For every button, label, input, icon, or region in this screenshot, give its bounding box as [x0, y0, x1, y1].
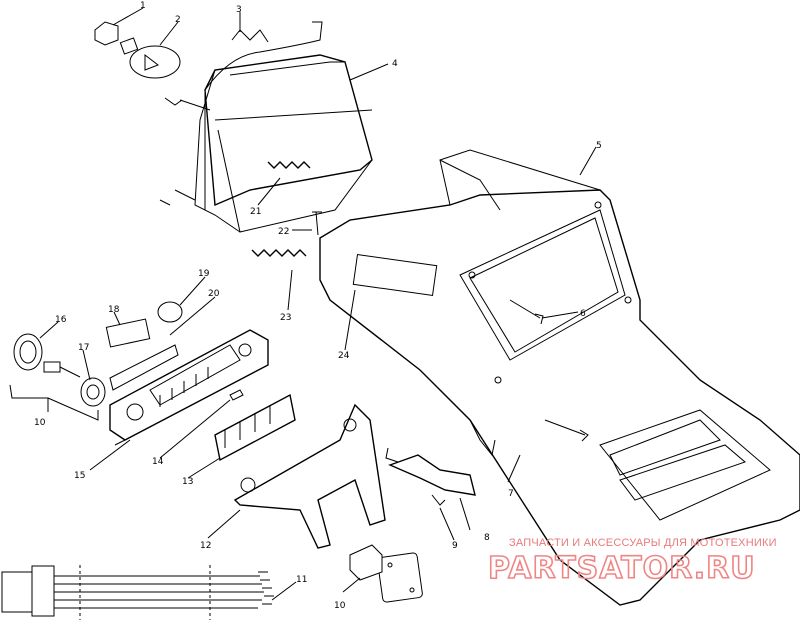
watermark-tagline: ЗАПЧАСТИ И АКСЕССУАРЫ ДЛЯ МОТОТЕХНИКИ: [509, 537, 777, 549]
callout-14: 14: [152, 457, 164, 467]
callout-6: 6: [580, 309, 586, 319]
callout-5: 5: [596, 141, 602, 151]
callout-4: 4: [392, 59, 398, 69]
screw-7: [544, 419, 589, 442]
callout-19: 19: [198, 269, 210, 279]
ignition-switch: [80, 377, 106, 407]
label-plate-18: [105, 318, 151, 348]
callout-1: 1: [140, 1, 146, 11]
callout-13: 13: [182, 477, 193, 487]
callout-2: 2: [175, 15, 181, 25]
headlight-housing: [159, 21, 373, 233]
spring-clip: [231, 29, 269, 43]
callout-20: 20: [208, 289, 220, 299]
switch-panel: [109, 329, 269, 446]
screw-22: [312, 211, 322, 236]
mounting-bracket: [233, 403, 386, 549]
callout-17: 17: [78, 343, 89, 353]
trim-plate-20: [109, 344, 179, 391]
bulb-socket: [94, 21, 119, 46]
callout-16: 16: [55, 315, 67, 325]
ignition-key: [13, 333, 81, 378]
watermark: ЗАПЧАСТИ И АКСЕССУАРЫ ДЛЯ МОТОТЕХНИКИ PA…: [487, 537, 777, 587]
callout-9: 9: [452, 541, 458, 551]
callout-7: 7: [508, 489, 514, 499]
switch-block: [214, 393, 296, 462]
wiring-harness: [1, 565, 274, 620]
callout-24: 24: [338, 351, 350, 361]
callout-10-switch: 10: [334, 601, 346, 611]
callout-10-group: 10: [34, 418, 46, 428]
callout-15: 15: [74, 471, 85, 481]
screw-6: [509, 299, 544, 325]
adjusting-spring-lower: [251, 249, 307, 257]
callout-11: 11: [296, 575, 307, 585]
callout-18: 18: [108, 305, 120, 315]
callout-3: 3: [236, 5, 242, 15]
screw-9: [431, 494, 446, 506]
watermark-brand: PARTSATOR.RU: [488, 551, 756, 586]
power-switch: [349, 544, 423, 603]
callout-22: 22: [278, 227, 289, 237]
console-hood: [319, 149, 800, 606]
callout-12: 12: [200, 541, 211, 551]
callout-labels: 1 2 3 4 5 6 7 8 9 10 10 11 12 13 14 15 1…: [34, 1, 602, 611]
callout-21: 21: [250, 207, 261, 217]
bulb: [119, 37, 181, 79]
leader-lines: [39, 7, 597, 601]
group-bracket-10: [9, 384, 99, 421]
toggle-switch: [385, 447, 476, 496]
callout-23: 23: [280, 313, 291, 323]
fuse-clip: [229, 389, 244, 401]
callout-8: 8: [484, 533, 490, 543]
grommet-19: [157, 301, 183, 323]
adjusting-spring-upper: [267, 161, 311, 169]
